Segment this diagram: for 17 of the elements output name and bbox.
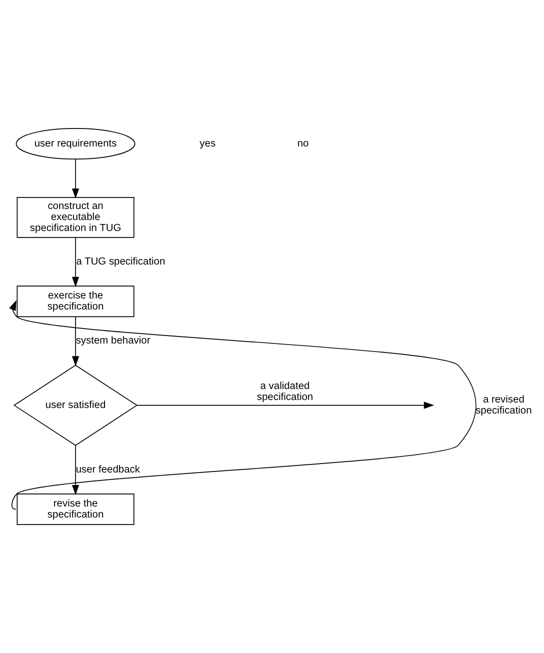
node-box: construct an executable specification in TUG [16,197,134,238]
arrow [72,158,80,199]
arrow [72,237,80,288]
arrow [136,402,434,409]
edge-label: user feedback [76,464,140,476]
label: no [297,138,309,150]
node-box: exercise the specification [16,286,134,318]
edge-label: system behavior [76,336,150,347]
node-box: revise the specification [16,494,134,526]
edge-label: a validated specification [256,380,314,403]
arrow [72,316,80,366]
label: yes [200,138,216,150]
edge-label: a revised specification [476,394,532,416]
node-ellipse: user requirements [16,128,136,160]
arrow [72,444,80,496]
edge-label: a TUG specification [76,256,166,268]
node-diamond: user satisfied [13,364,138,446]
